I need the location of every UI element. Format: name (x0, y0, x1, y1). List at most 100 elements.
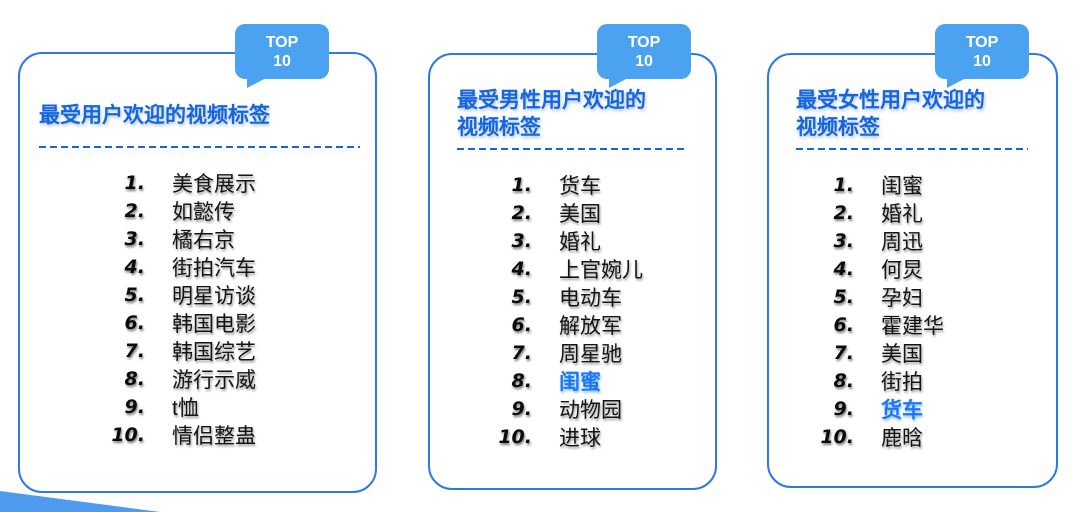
list-item: 1. 货车 (476, 171, 715, 199)
badge-tail-icon (247, 78, 266, 88)
top10-badge: TOP 10 (235, 24, 329, 88)
tag-label: 婚礼 (881, 203, 923, 226)
tag-label: 美国 (559, 203, 601, 226)
dashed-divider (796, 148, 1028, 150)
list-item: 10.鹿晗 (798, 423, 1056, 451)
rank-number: 7. (833, 342, 854, 364)
tag-label: 韩国电影 (172, 313, 256, 336)
list-item: 2. 如懿传 (89, 197, 375, 225)
tag-label: 鹿晗 (881, 427, 923, 450)
rank-number: 4. (124, 256, 145, 278)
tag-label: 美国 (881, 343, 923, 366)
dashed-divider (39, 146, 360, 148)
tag-label: 街拍 (881, 371, 923, 394)
list-item: 6.解放军 (476, 311, 715, 339)
tag-label: 解放军 (559, 315, 622, 338)
badge-label-top: TOP (627, 34, 661, 51)
list-item: 2. 婚礼 (798, 199, 1056, 227)
tag-label: 货车 (559, 175, 601, 198)
badge-label-10: 10 (635, 53, 653, 70)
tag-label: 如懿传 (172, 201, 235, 224)
badge-tail-icon (609, 78, 628, 88)
tag-label: 进球 (559, 427, 601, 450)
list-item: 5.孕妇 (798, 283, 1056, 311)
rank-number: 2. (833, 202, 854, 224)
tag-label: 韩国综艺 (172, 341, 256, 364)
rank-number: 4. (511, 258, 532, 280)
list-item: 4. 何炅 (798, 255, 1056, 283)
list-item: 4. 街拍汽车 (89, 253, 375, 281)
list-item: 4. 上官婉儿 (476, 255, 715, 283)
tag-label: 橘右京 (172, 229, 235, 252)
top10-badge: TOP 10 (597, 24, 691, 88)
tag-label: 周星驰 (559, 343, 622, 366)
rank-number: 3. (511, 230, 532, 252)
tag-label: 货车 (881, 399, 923, 422)
badge-label-top: TOP (265, 34, 299, 51)
badge-label-top: TOP (965, 34, 999, 51)
rank-number: 8. (124, 368, 145, 390)
dashed-divider (457, 148, 688, 150)
rank-number: 10. (111, 424, 145, 446)
card-title-male-users: 最受男性用户欢迎的视频标签 (457, 89, 646, 139)
rank-number: 9. (124, 396, 145, 418)
rank-number: 3. (833, 230, 854, 252)
tag-label: 闺蜜 (881, 175, 923, 198)
list-item: 6. 韩国电影 (89, 309, 375, 337)
rank-number: 1. (833, 174, 854, 196)
card-title-all-users: 最受用户欢迎的视频标签 (39, 104, 270, 127)
rank-number: 2. (124, 200, 145, 222)
badge-label-10: 10 (973, 53, 991, 70)
rank-number: 5. (511, 286, 532, 308)
card-all-users: TOP 10 最受用户欢迎的视频标签 1. 美食展示 2. 如懿传 3. 橘右京 4. 街拍汽… (18, 24, 377, 493)
rank-number: 9. (833, 398, 854, 420)
tag-label: 情侣整蛊 (172, 425, 256, 448)
rank-number: 5. (124, 284, 145, 306)
tag-label: 闺蜜 (559, 371, 601, 394)
badge-tail-icon (947, 78, 966, 88)
rank-number: 1. (124, 172, 145, 194)
tag-label: 游行示威 (172, 369, 256, 392)
list-item: 7. 美国 (798, 339, 1056, 367)
tag-label: 上官婉儿 (559, 259, 643, 282)
rank-number: 8. (833, 370, 854, 392)
rank-number: 8. (511, 370, 532, 392)
tag-label: 电动车 (559, 287, 622, 310)
list-item: 7.韩国综艺 (89, 337, 375, 365)
list-item: 3. 婚礼 (476, 227, 715, 255)
rank-number: 6. (124, 312, 145, 334)
list-item: 8. 闺蜜 (476, 367, 715, 395)
rank-number: 6. (833, 314, 854, 336)
tag-label: 动物园 (559, 399, 622, 422)
list-item: 1. 闺蜜 (798, 171, 1056, 199)
list-item: 5. 电动车 (476, 283, 715, 311)
rank-number: 7. (511, 342, 532, 364)
card-title-female-users: 最受女性用户欢迎的视频标签 (796, 89, 985, 139)
list-item: 9.t恤 (89, 393, 375, 421)
list-item: 9. 动物园 (476, 395, 715, 423)
tag-label: 婚礼 (559, 231, 601, 254)
tag-label: 何炅 (881, 259, 923, 282)
rank-number: 2. (511, 202, 532, 224)
list-item: 8. 游行示威 (89, 365, 375, 393)
tag-label: 街拍汽车 (172, 257, 256, 280)
list-item: 1. 美食展示 (89, 169, 375, 197)
rank-number: 4. (833, 258, 854, 280)
tag-label: 美食展示 (172, 173, 256, 196)
list-item: 10. 情侣整蛊 (89, 421, 375, 449)
list-item: 8. 街拍 (798, 367, 1056, 395)
list-item: 6. 霍建华 (798, 311, 1056, 339)
list-item: 2. 美国 (476, 199, 715, 227)
badge-label-10: 10 (273, 53, 291, 70)
rank-number: 5. (833, 286, 854, 308)
tag-label: 明星访谈 (172, 285, 256, 308)
rank-number: 1. (511, 174, 532, 196)
rank-number: 9. (511, 398, 532, 420)
rank-number: 3. (124, 228, 145, 250)
list-item: 9. 货车 (798, 395, 1056, 423)
tag-label: 霍建华 (881, 315, 944, 338)
